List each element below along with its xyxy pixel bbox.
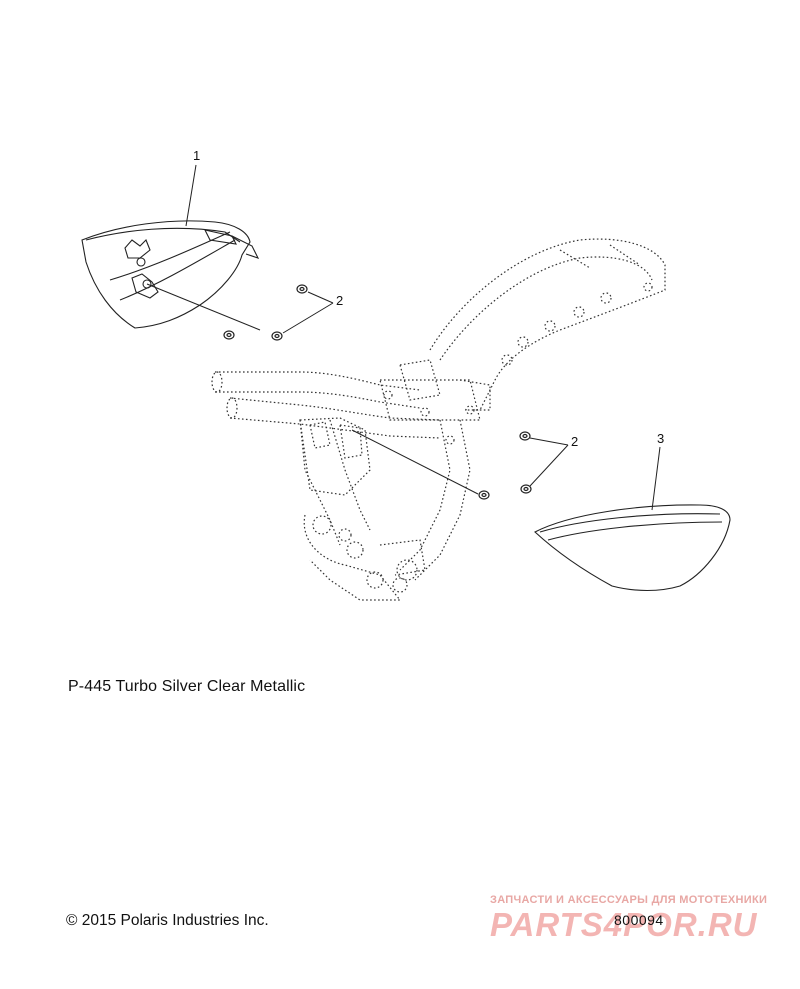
drawing-number: 800094 bbox=[614, 912, 664, 928]
nut-lower-3 bbox=[520, 484, 532, 494]
nut-upper-2 bbox=[223, 330, 235, 340]
callout-1: 1 bbox=[193, 148, 200, 163]
callout-2-upper: 2 bbox=[336, 293, 343, 308]
paint-code-caption: P-445 Turbo Silver Clear Metallic bbox=[68, 678, 306, 695]
nut-lower-1 bbox=[519, 431, 531, 441]
nut-lower-2 bbox=[478, 490, 490, 500]
left-side-panel bbox=[81, 220, 260, 329]
fastener-nuts bbox=[223, 284, 532, 500]
leader-lines bbox=[146, 164, 661, 511]
callout-2-lower: 2 bbox=[571, 434, 578, 449]
nut-upper-1 bbox=[296, 284, 308, 294]
vehicle-frame bbox=[211, 238, 666, 601]
watermark-tagline: ЗАПЧАСТИ И АКСЕССУАРЫ ДЛЯ МОТОТЕХНИКИ bbox=[490, 894, 768, 906]
right-side-panel bbox=[534, 504, 731, 591]
callout-3: 3 bbox=[657, 431, 664, 446]
copyright-notice: © 2015 Polaris Industries Inc. bbox=[66, 912, 269, 929]
nut-upper-3 bbox=[271, 331, 283, 341]
watermark-logo: PARTS4POR.RU bbox=[490, 906, 758, 943]
